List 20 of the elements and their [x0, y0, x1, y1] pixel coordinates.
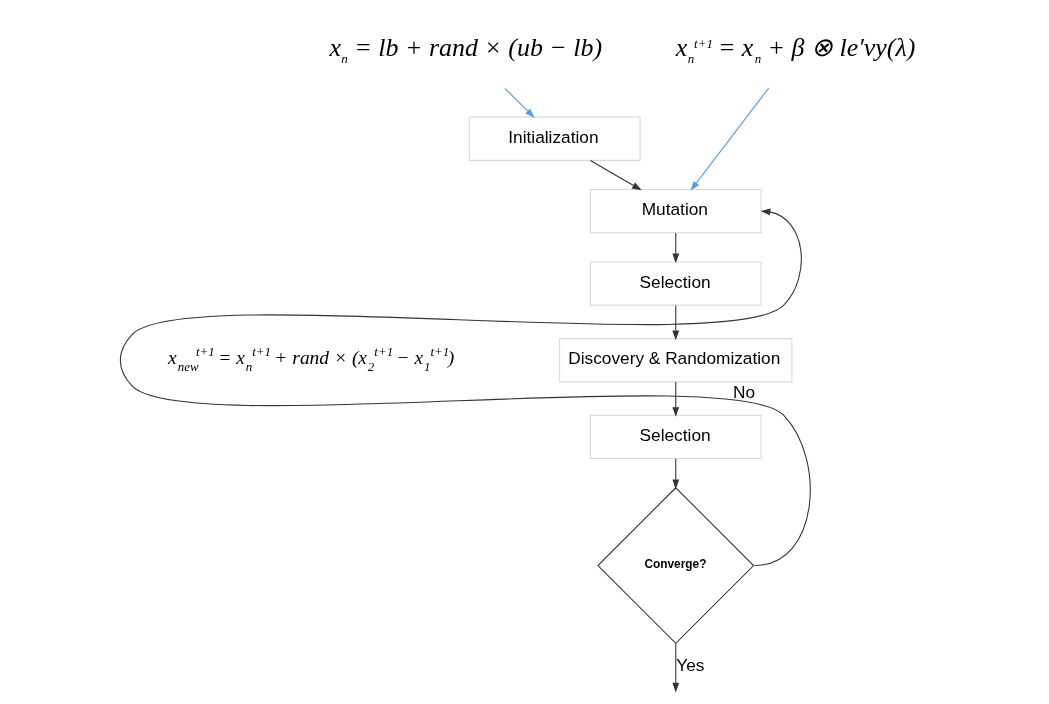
arrow: [671, 381, 679, 417]
arrow: [589, 160, 642, 191]
arrow: [671, 232, 679, 264]
node-box: Initialization: [468, 116, 641, 161]
node-box: Discovery & Randomization: [558, 338, 792, 383]
edge-label: Yes: [675, 655, 704, 676]
arrow: [671, 304, 679, 341]
label: x$_{new}$$^{t+1}$ = x$_{n}$$^{t+1}$ + rand × (x$_{2}$$^{t+1}$ − x$_{1}$$^{t+1}$): [167, 344, 454, 375]
node-box: Selection: [589, 261, 762, 306]
node-text: x$_{n}$ = lb + rand × (ub − lb): [328, 32, 602, 67]
node-diamond: Converge?: [596, 487, 754, 645]
node-box: Mutation: [589, 189, 762, 234]
arrow: [119, 208, 811, 567]
node-box: Selection: [589, 414, 762, 460]
arrow: [689, 87, 769, 191]
arrow: [503, 87, 535, 118]
node-text: x$_{n}$$^{t+1}$ = x$_{n}$ + β ⊗ le′vy(λ): [675, 32, 915, 67]
edge-label: No: [732, 381, 755, 402]
arrow: [671, 458, 679, 490]
arrow: [671, 643, 679, 693]
